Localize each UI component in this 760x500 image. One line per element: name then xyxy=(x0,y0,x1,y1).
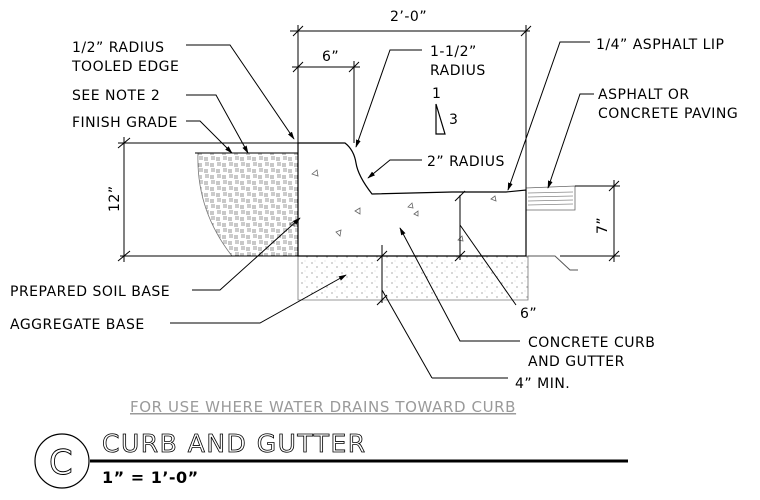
paving-label-2: CONCRETE PAVING xyxy=(598,106,738,122)
see-note-label: SEE NOTE 2 xyxy=(72,88,160,104)
usage-note: FOR USE WHERE WATER DRAINS TOWARD CURB xyxy=(130,398,516,416)
detail-id: C xyxy=(49,443,73,483)
curb-gutter-label-2: AND GUTTER xyxy=(528,354,625,370)
dim-6-in-lip xyxy=(454,190,517,306)
dim-2-ft xyxy=(290,25,532,190)
slope-rise-label: 1 xyxy=(432,86,441,102)
radius-15-label-2: RADIUS xyxy=(430,63,486,79)
soil-area xyxy=(197,152,299,257)
dim-6-in-lip-label: 6” xyxy=(520,306,537,322)
detail-scale: 1” = 1’-0” xyxy=(102,468,199,487)
dim-6-in-top-label: 6” xyxy=(322,49,339,65)
slope-indicator xyxy=(435,103,446,135)
asphalt-paving-area xyxy=(525,185,576,211)
aggregate-base-label: AGGREGATE BASE xyxy=(10,317,145,333)
dim-4-in-min xyxy=(376,245,508,379)
detail-title: CURB AND GUTTER xyxy=(102,429,367,458)
dim-4-in-min-label: 4” MIN. xyxy=(515,376,570,392)
aggregate-base-area xyxy=(297,255,529,301)
dim-7-in-label: 7” xyxy=(595,217,611,234)
radius-2-label: 2” RADIUS xyxy=(427,154,505,170)
radius-15-label-1: 1-1/2” xyxy=(430,44,477,60)
dim-12-in xyxy=(117,137,298,262)
concrete-curb-gutter xyxy=(297,142,527,257)
dim-7-in xyxy=(560,180,620,262)
subgrade-line xyxy=(528,255,578,271)
finish-grade-label: FINISH GRADE xyxy=(72,115,178,131)
asphalt-lip-label: 1/4” ASPHALT LIP xyxy=(596,37,725,53)
dim-2-ft-label: 2’-0” xyxy=(390,9,427,25)
detail-bubble xyxy=(34,433,90,489)
tooled-edge-label-1: 1/2” RADIUS xyxy=(72,40,165,56)
leader-lines xyxy=(170,41,594,342)
dim-12-in-label: 12” xyxy=(107,185,123,212)
prepared-soil-label: PREPARED SOIL BASE xyxy=(10,284,170,300)
curb-gutter-label-1: CONCRETE CURB xyxy=(528,335,655,351)
dim-6-in-top xyxy=(292,61,360,143)
slope-run-label: 3 xyxy=(449,112,458,128)
asphalt-hatch xyxy=(527,191,574,206)
paving-label-1: ASPHALT OR xyxy=(598,87,690,103)
tooled-edge-label-2: TOOLED EDGE xyxy=(71,59,179,75)
